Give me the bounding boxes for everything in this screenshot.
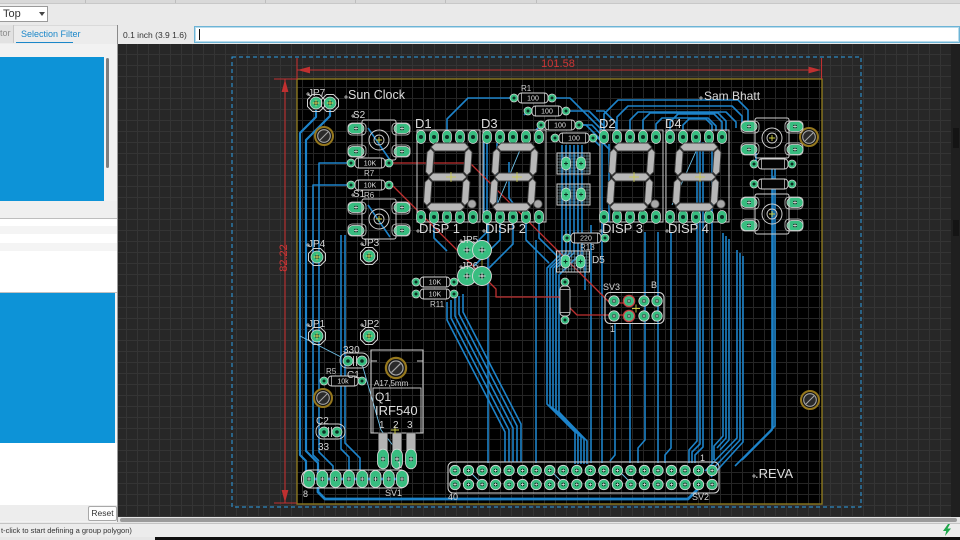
svg-text:100: 100 (568, 136, 580, 143)
svg-text:R7: R7 (364, 169, 375, 178)
svg-text:DISP 1: DISP 1 (419, 221, 460, 236)
svg-text:10K: 10K (429, 280, 442, 287)
svg-text:3: 3 (407, 420, 413, 431)
svg-text:1: 1 (700, 453, 705, 463)
svg-text:40: 40 (448, 492, 458, 502)
svg-text:10k: 10k (337, 379, 349, 386)
svg-text:SV2: SV2 (692, 492, 709, 502)
svg-text:R13: R13 (580, 243, 595, 252)
svg-text:1: 1 (610, 324, 615, 334)
svg-text:220: 220 (580, 236, 592, 243)
svg-text:10K: 10K (364, 183, 377, 190)
svg-text:DISP 3: DISP 3 (602, 221, 643, 236)
svg-text:33: 33 (318, 442, 330, 453)
svg-text:D4: D4 (665, 116, 682, 131)
svg-text:JP3: JP3 (362, 238, 380, 249)
svg-text:SV3: SV3 (603, 282, 620, 292)
svg-text:330: 330 (343, 345, 360, 356)
svg-text:SV1: SV1 (385, 488, 402, 498)
svg-text:DISP 2: DISP 2 (485, 221, 526, 236)
svg-text:JP2: JP2 (362, 319, 380, 330)
svg-text:JP4: JP4 (308, 239, 326, 250)
svg-text:1: 1 (379, 420, 385, 431)
svg-text:B: B (651, 280, 657, 290)
svg-text:S1: S1 (353, 189, 366, 200)
svg-text:JP1: JP1 (308, 319, 326, 330)
svg-text:Sam Bhatt: Sam Bhatt (704, 89, 761, 103)
svg-text:2: 2 (393, 420, 399, 431)
svg-text:JP6: JP6 (461, 261, 479, 272)
svg-text:S2: S2 (353, 110, 366, 121)
svg-text:R11: R11 (430, 300, 445, 309)
svg-text:JP7: JP7 (308, 88, 326, 99)
svg-text:82.22: 82.22 (278, 244, 290, 272)
svg-text:10K: 10K (429, 292, 442, 299)
svg-text:D5: D5 (592, 255, 605, 266)
svg-text:R5: R5 (326, 367, 337, 376)
svg-text:C2: C2 (316, 416, 329, 427)
svg-text:8: 8 (303, 489, 308, 499)
svg-text:1: 1 (397, 460, 402, 470)
svg-text:C1: C1 (347, 370, 360, 381)
svg-text:100: 100 (527, 96, 539, 103)
svg-text:DISP 4: DISP 4 (668, 221, 709, 236)
svg-text:D3: D3 (481, 116, 498, 131)
svg-text:100: 100 (541, 109, 553, 116)
svg-text:D2: D2 (599, 116, 616, 131)
svg-text:Q1: Q1 (375, 390, 391, 404)
svg-text:D1: D1 (415, 116, 432, 131)
svg-text:.REVA: .REVA (755, 466, 793, 481)
svg-text:Sun Clock: Sun Clock (348, 88, 406, 102)
svg-text:JP5: JP5 (461, 235, 479, 246)
svg-text:R1: R1 (521, 84, 532, 93)
svg-text:IRF540: IRF540 (375, 403, 418, 418)
svg-text:101.58: 101.58 (541, 58, 575, 70)
svg-text:10K: 10K (364, 161, 377, 168)
svg-text:A17,5mm: A17,5mm (374, 379, 409, 388)
svg-text:R6: R6 (364, 191, 375, 200)
svg-text:100: 100 (554, 123, 566, 130)
